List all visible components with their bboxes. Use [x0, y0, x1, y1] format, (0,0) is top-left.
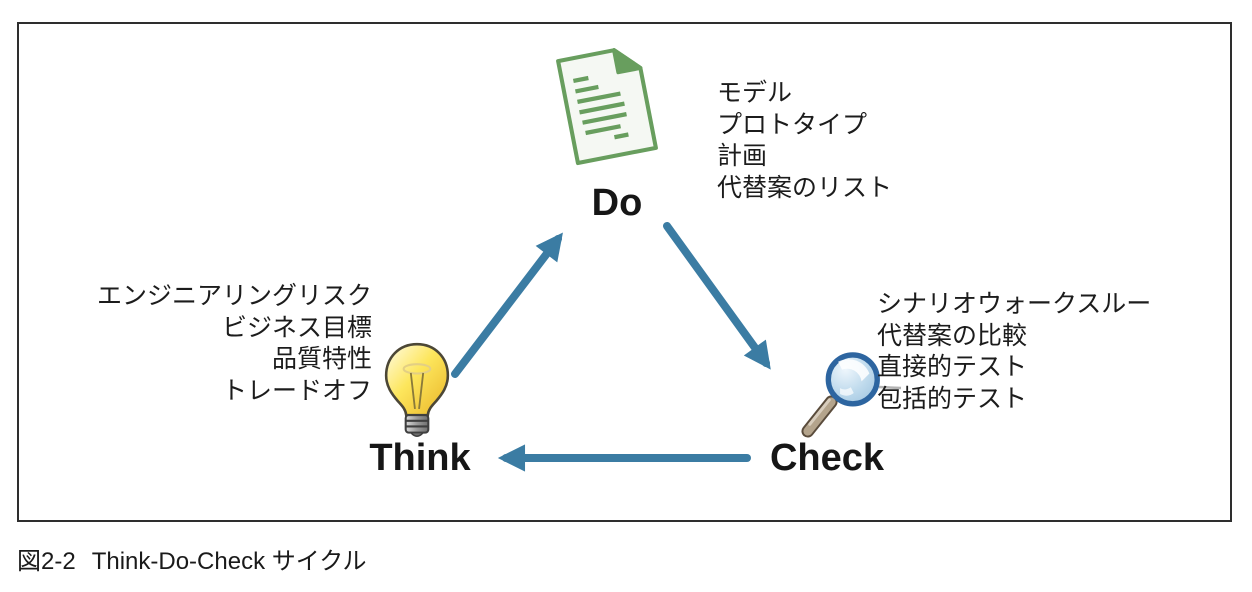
bulb-reflection [402, 363, 432, 375]
figure-caption-number: 図2-2 [17, 548, 76, 575]
bulb-filament [409, 372, 425, 410]
figure-caption-title: Think-Do-Check サイクル [91, 548, 367, 575]
node-label-check: Check [769, 437, 885, 479]
check-item: シナリオウォークスルー [877, 290, 1152, 318]
magnifier-icon [801, 352, 880, 438]
bulb-glass [384, 342, 450, 417]
do-item-list: モデル プロトタイプ 計画 代替案のリスト [717, 78, 892, 204]
document-page [556, 48, 658, 166]
check-item-list: シナリオウォークスルー 代替案の比較 直接的テスト 包括的テスト [877, 289, 1151, 415]
magnifier-handle [801, 395, 838, 438]
do-item: モデル [717, 79, 793, 107]
node-label-do: Do [591, 182, 643, 224]
document-text-lines [572, 75, 629, 140]
lens-leader-line [878, 385, 902, 390]
lens-highlight [838, 359, 870, 382]
document-icon [556, 48, 658, 166]
arrow-think-to-do [451, 232, 563, 378]
think-item: エンジニアリングリスク [96, 282, 372, 310]
think-item: 品質特性 [271, 345, 372, 373]
do-item: 代替案のリスト [717, 173, 893, 202]
check-item: 直接的テスト [877, 353, 1028, 381]
check-item: 包括的テスト [877, 384, 1028, 413]
check-item: 代替案の比較 [877, 321, 1028, 350]
think-item-list: エンジニアリングリスク ビジネス目標 品質特性 トレードオフ [72, 281, 372, 407]
do-item: プロトタイプ [717, 110, 868, 139]
document-fold [612, 48, 643, 75]
bulb-base [404, 414, 430, 437]
do-item: 計画 [717, 142, 768, 170]
think-item: ビジネス目標 [221, 313, 372, 342]
figure-caption: 図2-2 Think-Do-Check サイクル [17, 541, 367, 576]
node-label-think: Think [369, 437, 471, 479]
lightbulb-icon [384, 342, 450, 437]
arrow-do-to-check [663, 222, 771, 370]
lens-highlight-small [840, 387, 854, 396]
think-item: トレードオフ [221, 376, 372, 405]
